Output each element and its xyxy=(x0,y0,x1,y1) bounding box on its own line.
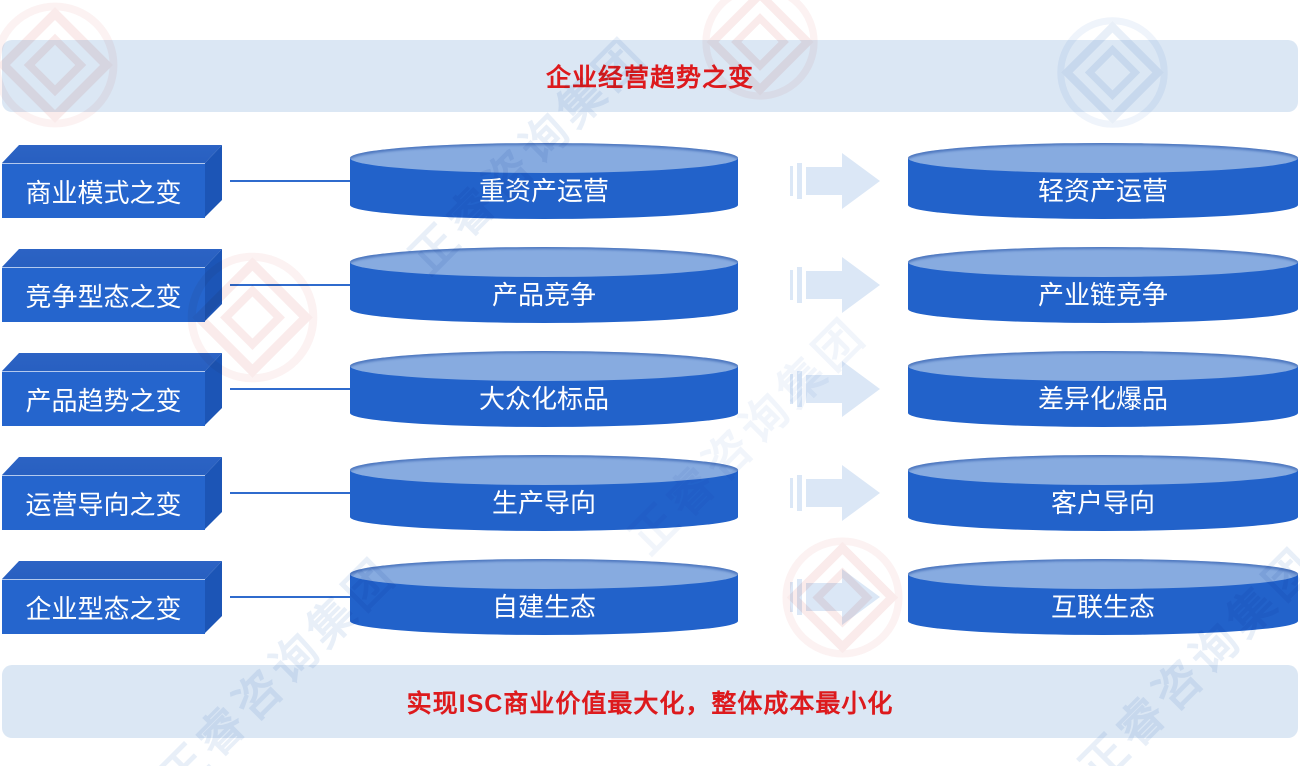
header-band: 企业经营趋势之变 xyxy=(2,40,1298,112)
cylinder-top-face xyxy=(908,143,1298,173)
diagram-row: 企业型态之变 自建生态 互联生态 xyxy=(2,557,1298,637)
box-front-face: 产品趋势之变 xyxy=(2,371,205,426)
connector-line xyxy=(230,596,350,598)
change-box-label: 商业模式之变 xyxy=(25,177,182,208)
change-box: 竞争型态之变 xyxy=(2,249,224,322)
to-cylinder-label: 互联生态 xyxy=(1050,592,1155,622)
cylinder-top-face xyxy=(908,247,1298,277)
cylinder-top-face xyxy=(350,351,738,381)
from-cylinder-label: 自建生态 xyxy=(491,592,596,622)
change-box: 运营导向之变 xyxy=(2,457,224,530)
connector-line xyxy=(230,180,350,182)
connector-line xyxy=(230,388,350,390)
change-box-label: 竞争型态之变 xyxy=(25,281,182,312)
box-front-face: 运营导向之变 xyxy=(2,475,205,530)
to-cylinder-label: 轻资产运营 xyxy=(1037,176,1168,206)
box-top-face xyxy=(2,249,222,267)
change-box-label: 产品趋势之变 xyxy=(25,385,182,416)
box-top-face xyxy=(2,457,222,475)
to-cylinder-label: 差异化爆品 xyxy=(1037,384,1168,414)
diagram-row: 产品趋势之变 大众化标品 差异化爆品 xyxy=(2,349,1298,429)
connector-line xyxy=(230,492,350,494)
cylinder-top-face xyxy=(350,455,738,485)
to-cylinder-label: 客户导向 xyxy=(1050,488,1155,518)
cylinder-top-face xyxy=(350,247,738,277)
box-side-face xyxy=(205,457,222,529)
from-cylinder: 大众化标品 xyxy=(350,351,738,427)
from-cylinder: 生产导向 xyxy=(350,455,738,531)
from-cylinder-label: 大众化标品 xyxy=(478,384,609,414)
diagram-row: 竞争型态之变 产品竞争 产业链竞争 xyxy=(2,245,1298,325)
arrow-right-icon xyxy=(790,569,880,625)
cylinder-top-face xyxy=(350,143,738,173)
change-box: 商业模式之变 xyxy=(2,145,224,218)
to-cylinder: 互联生态 xyxy=(908,559,1298,635)
arrow-right-icon xyxy=(790,153,880,209)
change-box: 产品趋势之变 xyxy=(2,353,224,426)
from-cylinder-label: 产品竞争 xyxy=(491,280,596,310)
footer-band: 实现ISC商业价值最大化，整体成本最小化 xyxy=(2,665,1298,738)
cylinder-top-face xyxy=(908,455,1298,485)
diagram-row: 商业模式之变 重资产运营 轻资产运营 xyxy=(2,141,1298,221)
to-cylinder: 差异化爆品 xyxy=(908,351,1298,427)
arrow-right-icon xyxy=(790,465,880,521)
diagram-row: 运营导向之变 生产导向 客户导向 xyxy=(2,453,1298,533)
page-title: 企业经营趋势之变 xyxy=(545,64,754,92)
connector-line xyxy=(230,284,350,286)
cylinder-top-face xyxy=(908,351,1298,381)
from-cylinder-label: 生产导向 xyxy=(491,488,596,518)
box-side-face xyxy=(205,145,222,217)
box-front-face: 企业型态之变 xyxy=(2,579,205,634)
cylinder-top-face xyxy=(908,559,1298,589)
arrow-right-icon xyxy=(790,257,880,313)
change-box-label: 运营导向之变 xyxy=(25,489,182,520)
box-front-face: 商业模式之变 xyxy=(2,163,205,218)
box-front-face: 竞争型态之变 xyxy=(2,267,205,322)
change-box-label: 企业型态之变 xyxy=(25,593,182,624)
box-side-face xyxy=(205,561,222,633)
to-cylinder-label: 产业链竞争 xyxy=(1037,280,1168,310)
box-top-face xyxy=(2,353,222,371)
from-cylinder-label: 重资产运营 xyxy=(478,176,609,206)
cylinder-top-face xyxy=(350,559,738,589)
footer-title: 实现ISC商业价值最大化，整体成本最小化 xyxy=(406,689,894,718)
box-top-face xyxy=(2,145,222,163)
arrow-right-icon xyxy=(790,361,880,417)
change-box: 企业型态之变 xyxy=(2,561,224,634)
to-cylinder: 轻资产运营 xyxy=(908,143,1298,219)
from-cylinder: 自建生态 xyxy=(350,559,738,635)
box-top-face xyxy=(2,561,222,579)
to-cylinder: 产业链竞争 xyxy=(908,247,1298,323)
from-cylinder: 产品竞争 xyxy=(350,247,738,323)
to-cylinder: 客户导向 xyxy=(908,455,1298,531)
from-cylinder: 重资产运营 xyxy=(350,143,738,219)
